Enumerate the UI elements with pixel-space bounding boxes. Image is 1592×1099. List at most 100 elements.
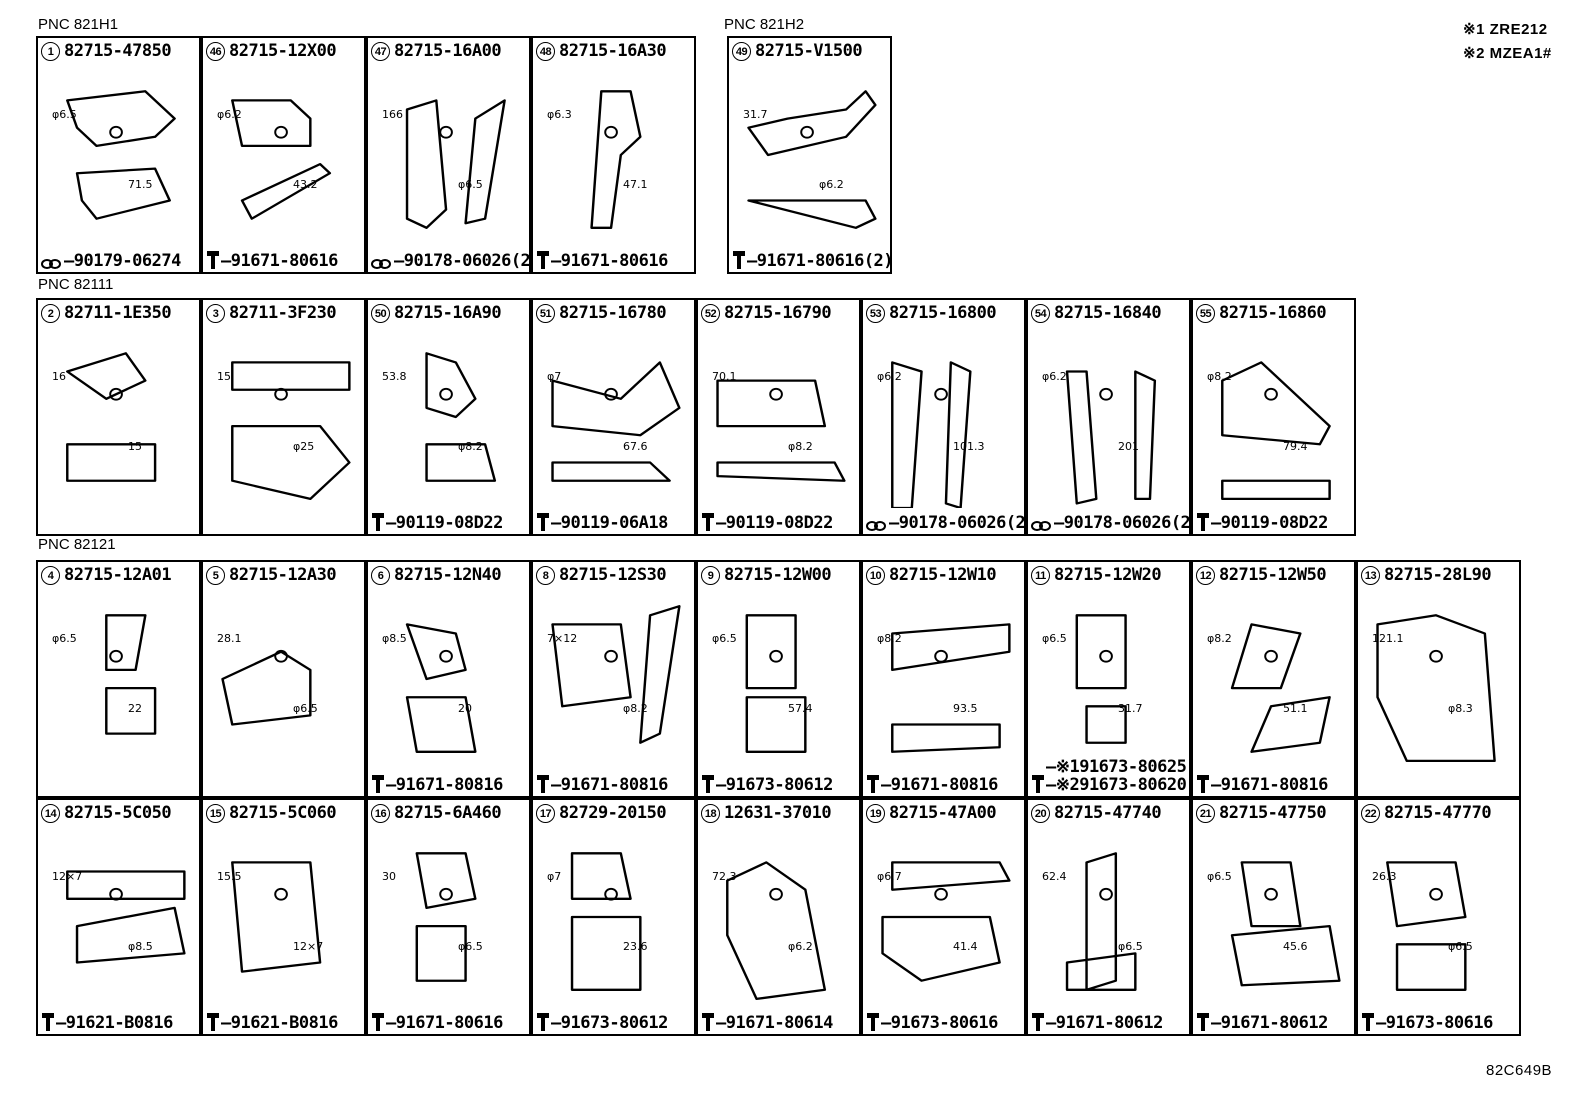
fastener-part-number[interactable]: —90178-06026(2) <box>1054 513 1191 533</box>
fastener-part-number[interactable]: —※191673-80625 <box>1046 757 1187 777</box>
pnc-label-82121: PNC 82121 <box>38 536 116 553</box>
part-number[interactable]: 82715-12W10 <box>889 565 997 585</box>
fastener-part-number[interactable]: —90119-08D22 <box>1211 513 1328 533</box>
fastener-part-number[interactable]: —91671-80616 <box>221 251 338 271</box>
fastener-part-number[interactable]: —90119-08D22 <box>386 513 503 533</box>
part-number[interactable]: 82715-12W50 <box>1219 565 1327 585</box>
fastener-part-number[interactable]: —91671-80816 <box>1211 775 1328 795</box>
callout-number: 12 <box>1196 565 1215 585</box>
fastener-part-number[interactable]: —90178-06026(2) <box>394 251 531 271</box>
part-number[interactable]: 82715-47770 <box>1384 803 1492 823</box>
fastener-part-number[interactable]: —91671-80816 <box>881 775 998 795</box>
part-number[interactable]: 12631-37010 <box>724 803 832 823</box>
part-number[interactable]: 82715-5C050 <box>64 803 172 823</box>
part-number[interactable]: 82715-6A460 <box>394 803 502 823</box>
callout-number: 49 <box>732 41 751 61</box>
fastener-part-number[interactable]: —90179-06274 <box>64 251 181 271</box>
fastener-part-number[interactable]: —91671-80616 <box>551 251 668 271</box>
part-number[interactable]: 82715-12N40 <box>394 565 502 585</box>
fastener-part-number[interactable]: —91671-80816 <box>386 775 503 795</box>
part-number[interactable]: 82715-16860 <box>1219 303 1327 323</box>
part-number[interactable]: 82715-47750 <box>1219 803 1327 823</box>
fastener-part-number[interactable]: —91671-80616 <box>386 1013 503 1033</box>
fastener-part-number[interactable]: —※291673-80620 <box>1046 775 1187 795</box>
part-number[interactable]: 82715-12A30 <box>229 565 337 585</box>
dimension-label: φ6.2 <box>1042 370 1067 383</box>
fastener-callout: —90179-06274 <box>41 252 181 270</box>
fastener-part-number[interactable]: —91673-80616 <box>1376 1013 1493 1033</box>
fastener-part-number[interactable]: —91671-80614 <box>716 1013 833 1033</box>
fastener-part-number[interactable]: —90119-08D22 <box>716 513 833 533</box>
part-number[interactable]: 82715-16790 <box>724 303 832 323</box>
part-number[interactable]: 82715-47850 <box>64 41 172 61</box>
part-number[interactable]: 82711-3F230 <box>229 303 337 323</box>
fastener-part-number[interactable]: —90178-06026(2) <box>889 513 1026 533</box>
part-number[interactable]: 82715-12W00 <box>724 565 832 585</box>
fastener-part-number[interactable]: —91671-80616(2) <box>747 251 892 271</box>
fastener-part-number[interactable]: —90119-06A18 <box>551 513 668 533</box>
part-number[interactable]: 82715-16780 <box>559 303 667 323</box>
fastener-part-number[interactable]: —91673-80616 <box>881 1013 998 1033</box>
callout-number: 4 <box>41 565 60 585</box>
fastener-callout: —91673-80612 <box>701 774 833 794</box>
part-number[interactable]: 82729-20150 <box>559 803 667 823</box>
fastener-part-number[interactable]: —91673-80612 <box>716 775 833 795</box>
part-number[interactable]: 82715-12X00 <box>229 41 337 61</box>
part-number[interactable]: 82715-16A00 <box>394 41 502 61</box>
part-number[interactable]: 82711-1E350 <box>64 303 172 323</box>
fastener-part-number[interactable]: —91671-80612 <box>1211 1013 1328 1033</box>
clip-icon <box>866 517 888 531</box>
fastener-part-number[interactable]: —91673-80612 <box>551 1013 668 1033</box>
part-number[interactable]: 82715-47740 <box>1054 803 1162 823</box>
fastener-callout: —91621-B0816 <box>206 1012 338 1032</box>
part-number[interactable]: 82715-16A30 <box>559 41 667 61</box>
fastener-part-number[interactable]: —91671-80816 <box>551 775 668 795</box>
part-number[interactable]: 82715-12A01 <box>64 565 172 585</box>
part-drawing <box>729 64 890 246</box>
part-number[interactable]: 82715-16800 <box>889 303 997 323</box>
part-number[interactable]: 82715-5C060 <box>229 803 337 823</box>
part-number[interactable]: 82715-12W20 <box>1054 565 1162 585</box>
fastener-part-number[interactable]: —91621-B0816 <box>56 1013 173 1033</box>
part-number[interactable]: 82715-16A90 <box>394 303 502 323</box>
part-number[interactable]: 82715-16840 <box>1054 303 1162 323</box>
fastener-part-number[interactable]: —91621-B0816 <box>221 1013 338 1033</box>
part-number[interactable]: 82715-28L90 <box>1384 565 1492 585</box>
fastener-part-number[interactable]: —91671-80612 <box>1046 1013 1163 1033</box>
part-number[interactable]: 82715-12S30 <box>559 565 667 585</box>
part-number[interactable]: 82715-V1500 <box>755 41 863 61</box>
part-number[interactable]: 82715-47A00 <box>889 803 997 823</box>
